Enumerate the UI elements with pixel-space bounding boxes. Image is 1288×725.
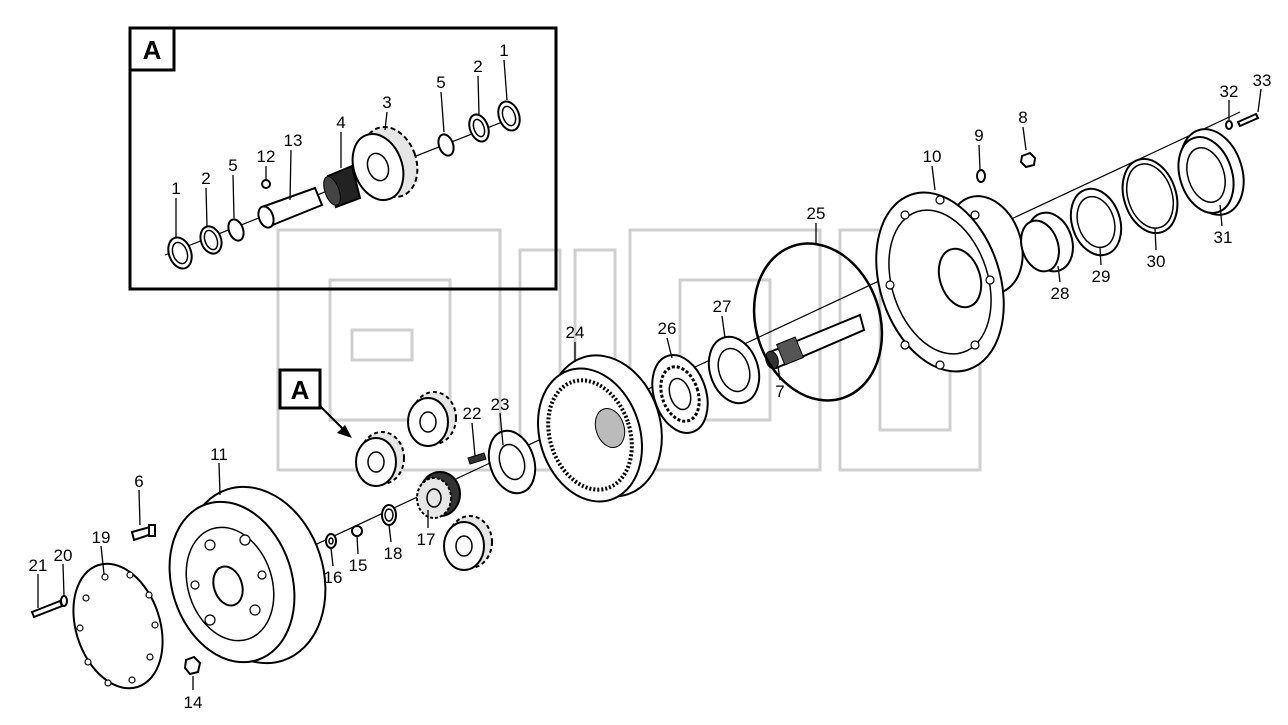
washer-20 — [60, 595, 68, 607]
label-9: 9 — [974, 126, 983, 145]
ball-15 — [351, 525, 363, 537]
label-33: 33 — [1253, 71, 1272, 90]
inset-label-2-right: 2 — [473, 57, 482, 76]
label-10: 10 — [923, 147, 942, 166]
ring-1-left — [167, 236, 193, 270]
bearing-26 — [651, 354, 709, 434]
shaft-7 — [765, 313, 866, 370]
washer-16 — [325, 533, 337, 549]
ring-2-left — [199, 225, 223, 255]
label-22: 22 — [463, 404, 482, 423]
label-18: 18 — [384, 544, 403, 563]
label-27: 27 — [713, 297, 732, 316]
inset-label-1-left: 1 — [171, 179, 180, 198]
inset-label-5-left: 5 — [228, 156, 237, 175]
label-17: 17 — [417, 530, 436, 549]
pin-22 — [467, 452, 487, 465]
label-6: 6 — [134, 472, 143, 491]
screw-33 — [1236, 112, 1260, 128]
seal-28 — [1020, 211, 1074, 273]
planet-gears-17 — [355, 391, 493, 571]
label-24: 24 — [566, 323, 585, 342]
label-7: 7 — [775, 382, 784, 401]
nut-8 — [1019, 151, 1037, 169]
hub-10 — [875, 191, 1024, 373]
cover-plate-19 — [72, 562, 164, 690]
callout-letter: A — [291, 375, 310, 405]
screw-21 — [30, 599, 64, 619]
bearing-27 — [707, 335, 761, 405]
inset-label-13: 13 — [284, 131, 303, 150]
ring-2-right — [468, 113, 490, 143]
ring-5-right — [437, 133, 455, 157]
label-29: 29 — [1092, 267, 1111, 286]
label-8: 8 — [1018, 108, 1027, 127]
label-31: 31 — [1214, 228, 1233, 247]
washer-32 — [1225, 120, 1233, 130]
ring-5-left — [227, 218, 245, 242]
bearing-23 — [487, 429, 537, 495]
label-14: 14 — [184, 693, 203, 712]
pin-13 — [257, 186, 324, 229]
inset-box-a: A — [128, 26, 558, 291]
inset-label-12: 12 — [257, 147, 276, 166]
label-26: 26 — [658, 319, 677, 338]
planet-carrier-11 — [168, 485, 327, 665]
washer-9 — [976, 169, 986, 183]
needle-bearing-4 — [323, 164, 362, 209]
ball-12 — [261, 179, 271, 189]
nut-14 — [183, 655, 202, 676]
label-11: 11 — [210, 445, 228, 464]
inset-label-2-left: 2 — [201, 169, 210, 188]
seal-ring-29 — [1069, 187, 1123, 257]
label-20: 20 — [54, 546, 73, 565]
label-32: 32 — [1220, 82, 1239, 101]
gear-3 — [351, 126, 419, 201]
leader-lines — [37, 88, 1262, 690]
pin-6 — [130, 524, 156, 542]
label-15: 15 — [349, 556, 368, 575]
label-30: 30 — [1147, 252, 1166, 271]
ring-gear-24 — [537, 354, 663, 503]
label-16: 16 — [324, 568, 343, 587]
label-19: 19 — [92, 528, 111, 547]
inset-letter: A — [143, 35, 162, 65]
inset-label-5-right: 5 — [436, 73, 445, 92]
cover-31 — [1177, 128, 1245, 216]
inset-label-4: 4 — [336, 113, 345, 132]
thrust-washer-18 — [381, 504, 397, 526]
label-28: 28 — [1051, 284, 1070, 303]
label-21: 21 — [29, 556, 48, 575]
label-25: 25 — [807, 204, 826, 223]
ring-30 — [1121, 157, 1179, 235]
ring-1-right — [497, 100, 521, 132]
label-23: 23 — [491, 395, 510, 414]
inset-label-1-right: 1 — [499, 41, 508, 60]
inset-label-3: 3 — [382, 93, 391, 112]
o-ring-25 — [752, 242, 884, 402]
callout-a: A — [278, 368, 352, 438]
